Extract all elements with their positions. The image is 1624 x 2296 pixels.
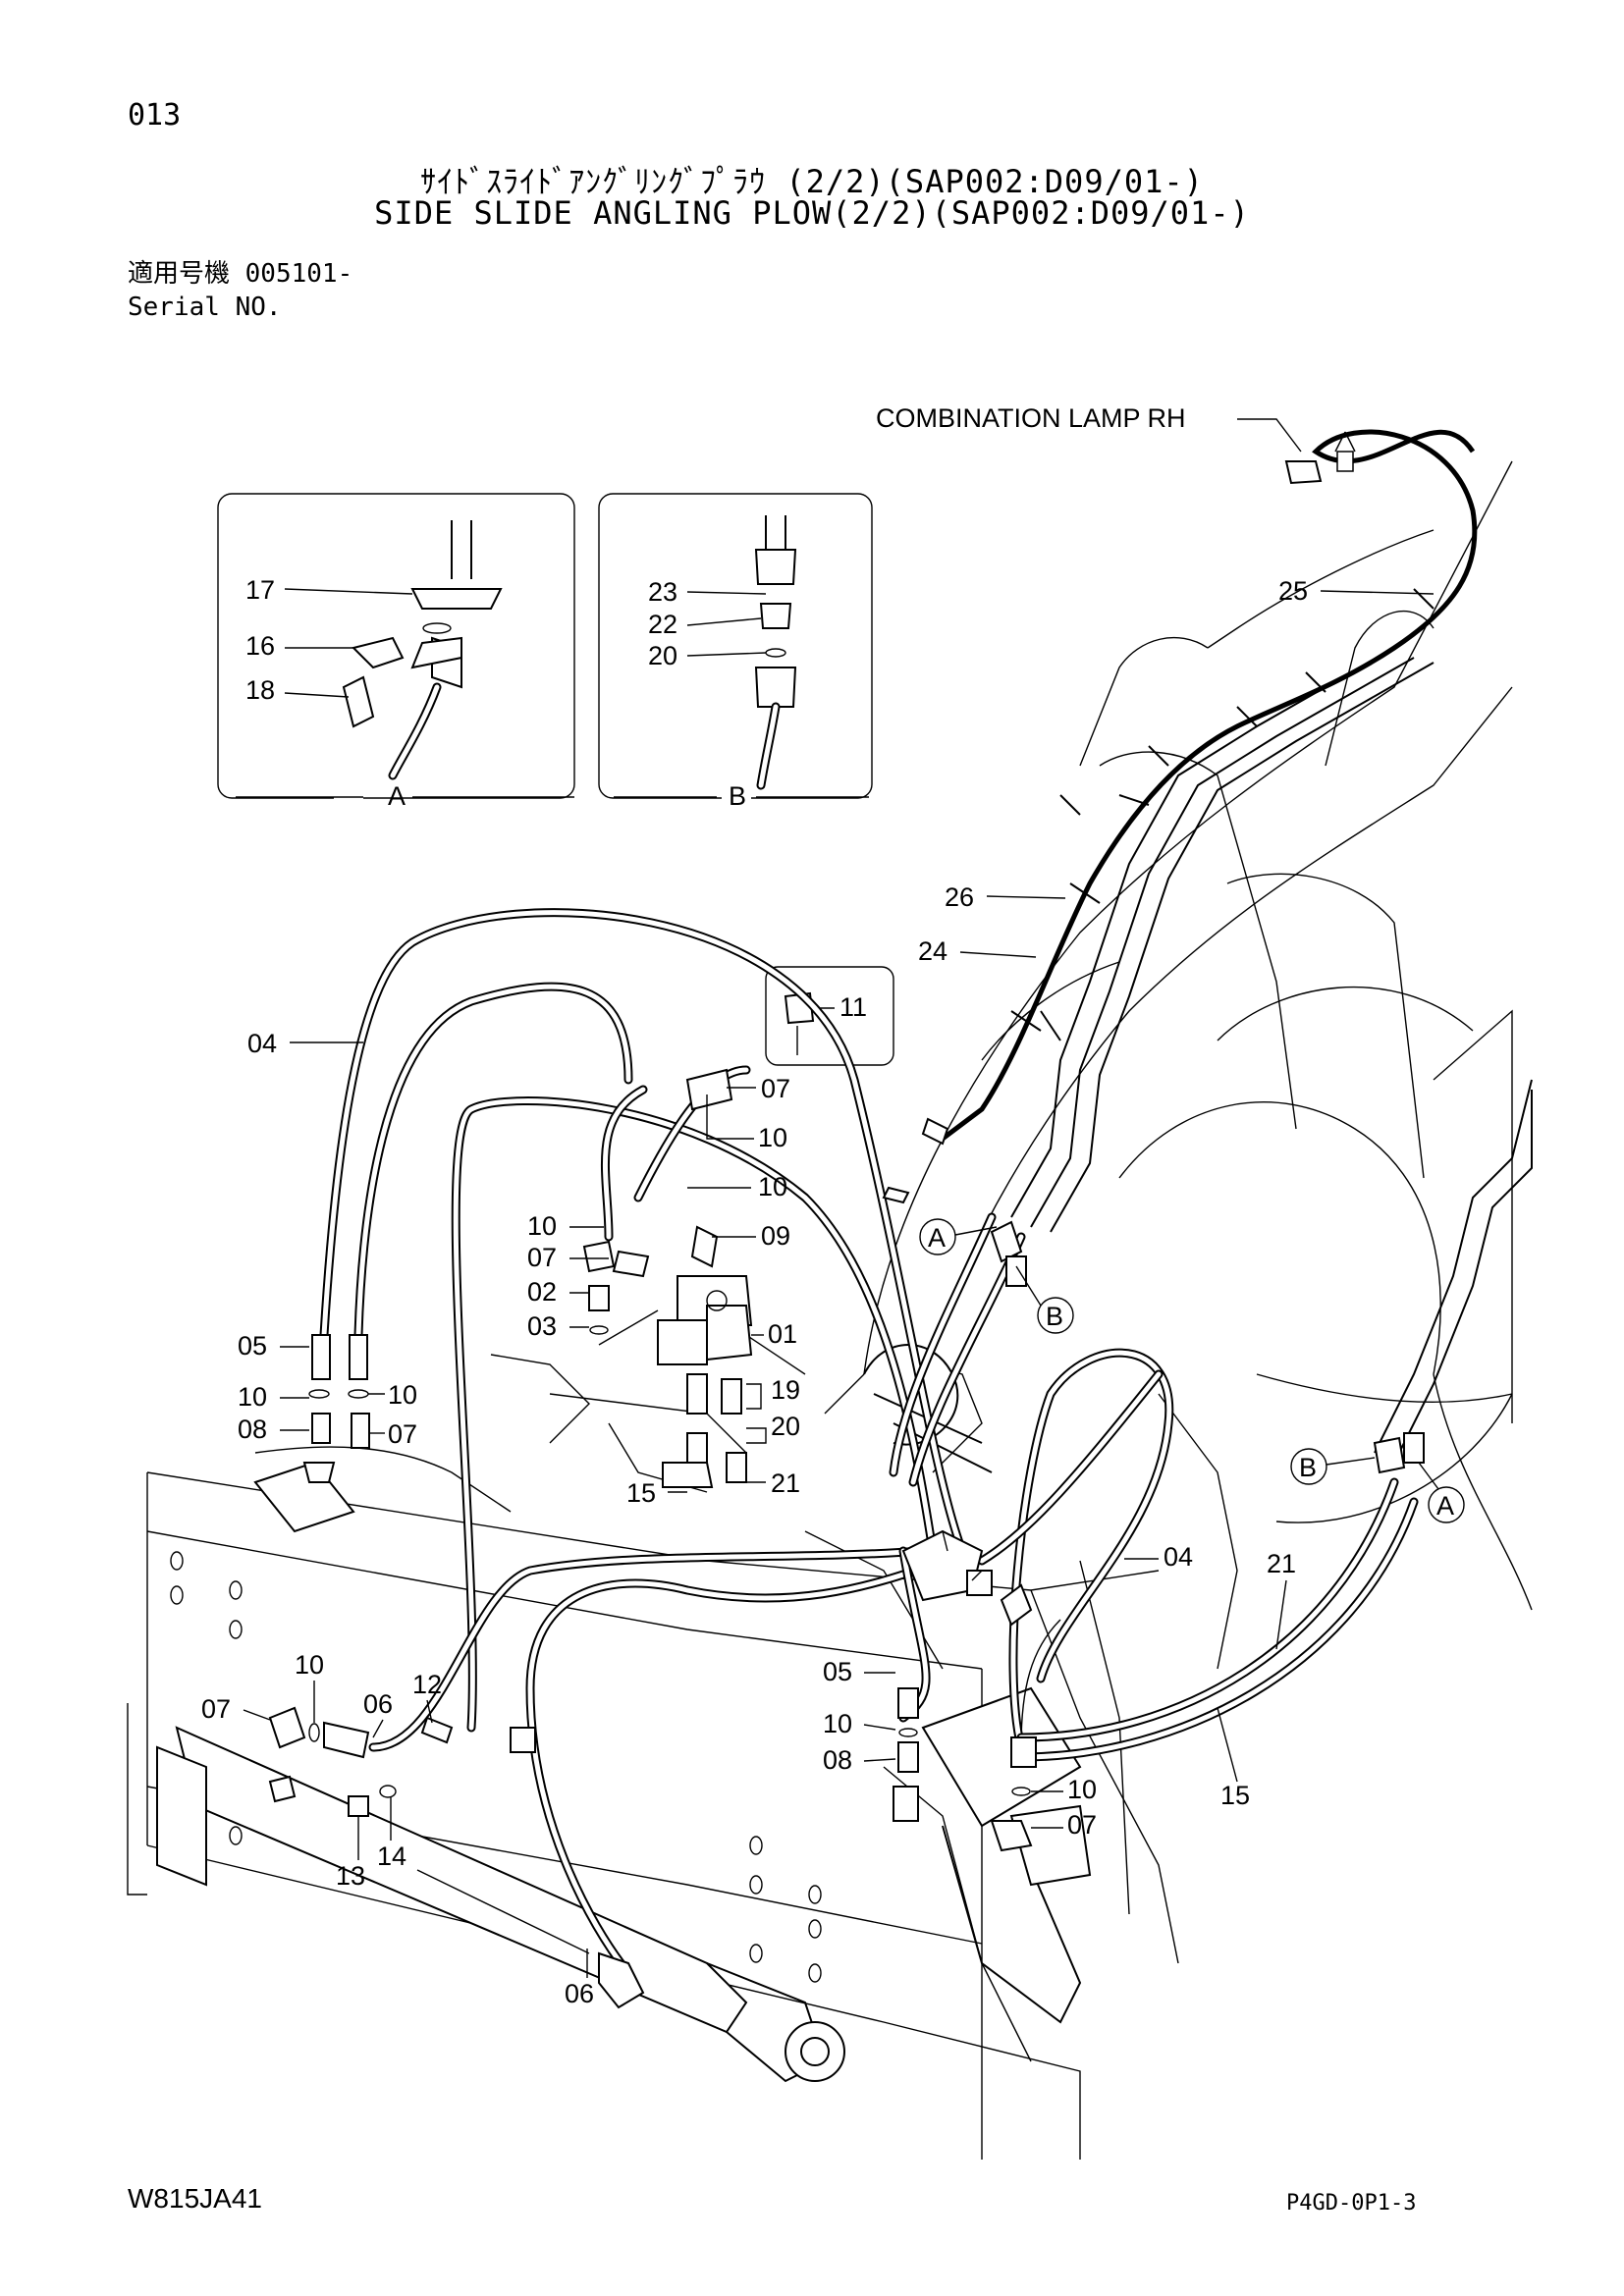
callout-21-right: 21 (1267, 1549, 1296, 1578)
callout-10-mid: 10 (527, 1211, 557, 1241)
callout-07-right: 07 (1067, 1810, 1097, 1840)
callout-15-right: 15 (1220, 1781, 1250, 1810)
callout-07-mid: 07 (527, 1243, 557, 1272)
callout-09: 09 (761, 1221, 790, 1251)
right-cylinder (921, 1686, 1092, 2024)
drawing-code: W815JA41 (128, 2183, 262, 2214)
callout-06-lower: 06 (565, 1979, 594, 2008)
detail-box-b: B 23 22 20 (598, 493, 873, 811)
callout-10-left1: 10 (238, 1382, 267, 1412)
callout-18: 18 (245, 675, 275, 705)
circle-callout-a2: A (1436, 1491, 1454, 1521)
circle-callout-a1: A (928, 1223, 946, 1253)
callout-combination-lamp: COMBINATION LAMP RH (876, 403, 1186, 433)
callout-10-top2: 10 (758, 1172, 787, 1201)
callout-07-left: 07 (388, 1419, 417, 1449)
callout-24: 24 (918, 936, 947, 966)
detail-b-label: B (729, 781, 746, 811)
callout-23: 23 (648, 577, 677, 607)
frame-holes (170, 1551, 822, 1983)
callout-26: 26 (945, 882, 974, 912)
callout-17: 17 (245, 575, 275, 605)
callout-05-right: 05 (823, 1657, 852, 1686)
callout-07-lower: 07 (201, 1694, 231, 1724)
callout-02: 02 (527, 1277, 557, 1307)
callout-16: 16 (245, 631, 275, 661)
callout-10-top1: 10 (758, 1123, 787, 1152)
serial-block: 適用号機 005101- Serial NO. (128, 257, 352, 324)
callout-03: 03 (527, 1311, 557, 1341)
callout-10-right2: 10 (1067, 1775, 1097, 1804)
detail-box-a: A 17 16 18 (217, 493, 575, 811)
callout-10-right1: 10 (823, 1709, 852, 1738)
main-callouts: COMBINATION LAMP RH 25 26 24 A B B A 04 … (127, 403, 1465, 2008)
callout-19: 19 (771, 1375, 800, 1405)
callout-11: 11 (839, 992, 867, 1022)
callout-13: 13 (336, 1861, 365, 1891)
callout-07-top: 07 (761, 1074, 790, 1103)
callout-10-lower: 10 (295, 1650, 324, 1680)
callout-15-main: 15 (626, 1478, 656, 1508)
hydraulic-hoses (319, 908, 1419, 1978)
callout-08-left: 08 (238, 1415, 267, 1444)
callout-10-left2: 10 (388, 1380, 417, 1410)
fittings (268, 588, 1435, 2009)
lamp-wire (882, 429, 1478, 1204)
serial-label-en: Serial NO. (128, 293, 282, 322)
callout-04-left: 04 (247, 1029, 277, 1058)
callout-01: 01 (768, 1319, 797, 1349)
sheet-code: P4GD-0P1-3 (1286, 2191, 1417, 2216)
callout-05-left: 05 (238, 1331, 267, 1361)
detail-a-label: A (388, 781, 406, 811)
serial-label-jp: 適用号機 005101- (128, 259, 353, 289)
circle-callout-b2: B (1299, 1453, 1317, 1482)
callout-20-main: 20 (771, 1412, 800, 1441)
lower-cylinder (156, 1726, 845, 2083)
callout-22: 22 (648, 610, 677, 639)
callout-04-right: 04 (1164, 1542, 1193, 1572)
callout-21-main: 21 (771, 1468, 800, 1498)
callout-08-right: 08 (823, 1745, 852, 1775)
callout-12: 12 (412, 1670, 442, 1699)
page-number: 013 (128, 98, 182, 133)
callout-14: 14 (377, 1842, 406, 1871)
title-english: SIDE SLIDE ANGLING PLOW(2/2)(SAP002:D09/… (374, 194, 1250, 232)
callout-20-detail: 20 (648, 641, 677, 670)
boom-pipes (1010, 647, 1533, 1464)
title-japanese: ｻｲﾄﾞｽﾗｲﾄﾞｱﾝｸﾞﾘﾝｸﾞﾌﾟﾗｳ (2/2)(SAP002:D09/0… (420, 163, 1204, 200)
circle-callout-b1: B (1046, 1302, 1063, 1331)
callout-06-upper: 06 (363, 1689, 393, 1719)
callout-25: 25 (1278, 576, 1308, 606)
